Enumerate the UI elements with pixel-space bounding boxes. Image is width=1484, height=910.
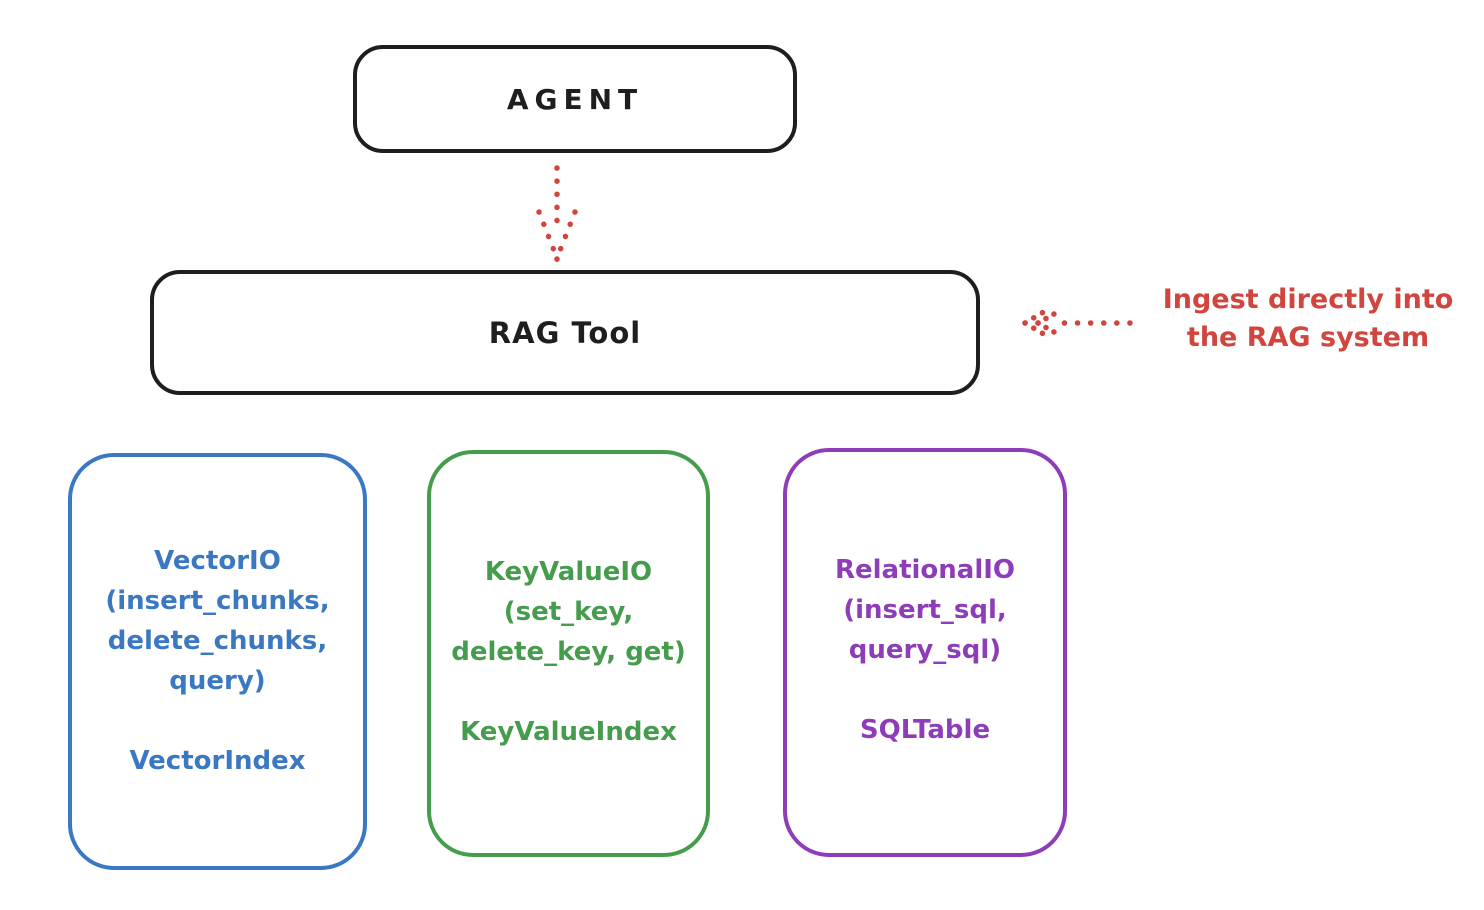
keyvalue-index-label: KeyValueIndex [460, 717, 677, 747]
keyvalue-io-methods: KeyValueIO (set_key, delete_key, get) [451, 557, 686, 667]
rag-tool-label: RAG Tool [488, 315, 642, 350]
agent-to-rag-arrow-icon [536, 165, 578, 262]
ingest-arrow-icon [1022, 307, 1133, 339]
relational-io-methods: RelationalIO (insert_sql, query_sql) [834, 555, 1016, 665]
ingest-note: Ingest directly into the RAG system [1162, 284, 1454, 353]
agent-box: AGENT [353, 45, 797, 153]
vector-io-box: VectorIO (insert_chunks, delete_chunks, … [68, 453, 367, 870]
rag-tool-box: RAG Tool [150, 270, 980, 395]
relational-io-box: RelationalIO (insert_sql, query_sql) SQL… [783, 448, 1067, 857]
vector-index-label: VectorIndex [129, 746, 306, 776]
sql-table-label: SQLTable [859, 715, 991, 745]
agent-label: AGENT [506, 82, 644, 116]
keyvalue-io-box: KeyValueIO (set_key, delete_key, get) Ke… [427, 450, 710, 857]
vector-io-methods: VectorIO (insert_chunks, delete_chunks, … [105, 546, 330, 696]
